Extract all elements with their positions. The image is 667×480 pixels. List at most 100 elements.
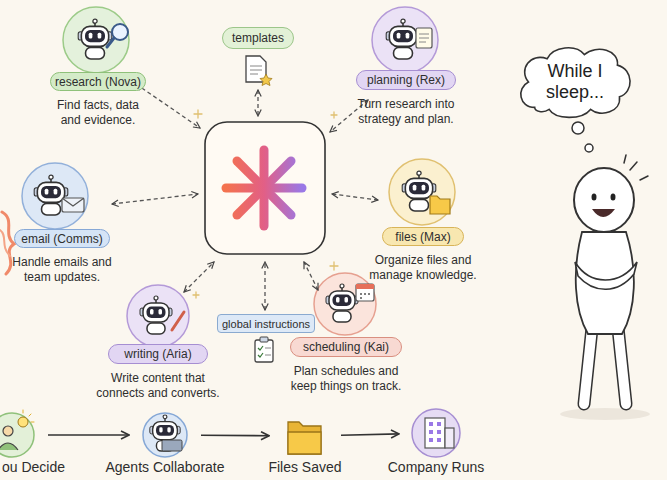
agent-avatars	[62, 198, 84, 206]
building-icon	[437, 430, 441, 434]
node-description: Write content that connects and converts…	[94, 371, 222, 401]
stick-figure	[584, 328, 592, 404]
stick-figure	[624, 155, 648, 180]
node-title: writing (Aria)	[108, 344, 208, 364]
person-icon	[23, 410, 34, 422]
hub-logo	[205, 122, 325, 254]
agent-avatars	[368, 293, 370, 295]
stick-figure	[575, 262, 637, 289]
edge-scribble	[0, 212, 14, 274]
resource-icons	[265, 355, 271, 356]
agent-avatars	[63, 7, 129, 73]
agent-avatars	[22, 7, 455, 347]
agent-avatars	[22, 163, 88, 229]
agent-label: planning (Rex)Turn research into strateg…	[356, 70, 456, 90]
resource-tag: global instructions	[217, 314, 315, 333]
resource-icons	[250, 74, 258, 75]
hub-link	[184, 262, 214, 292]
node-title: ou Decide	[2, 459, 65, 475]
agent-label: email (Comms)Handle emails and team upda…	[14, 229, 110, 248]
node-title: files (Max)	[382, 227, 464, 246]
stick-figure	[592, 209, 615, 217]
icon-circle	[412, 409, 460, 457]
sparkle	[193, 110, 338, 298]
folder-icon	[288, 422, 321, 454]
building-icon	[445, 428, 454, 448]
node-title: planning (Rex)	[356, 70, 456, 90]
building-icon	[429, 422, 433, 426]
agent-avatars	[416, 28, 432, 48]
node-description: Handle emails and team updates.	[10, 255, 114, 285]
node-description: Turn research into strategy and plan.	[350, 97, 462, 127]
icon-circle	[0, 412, 36, 458]
hub-logo	[205, 122, 325, 254]
icon-circle	[143, 413, 187, 457]
flow-arrow	[48, 434, 129, 436]
stick-figure	[560, 408, 650, 420]
sparkle	[193, 292, 199, 298]
sparkle	[194, 110, 202, 118]
flow-step: Files Saved	[281, 414, 329, 458]
resource-icons	[250, 70, 262, 71]
resource-tag: templates	[222, 27, 294, 49]
hub-link	[304, 262, 318, 290]
person-icon	[3, 426, 13, 436]
node-title: Company Runs	[366, 459, 506, 475]
resource-icons	[260, 74, 272, 86]
hub-link	[136, 84, 200, 128]
building-icon	[425, 418, 445, 448]
building-icon	[437, 422, 441, 426]
agent-avatars	[389, 159, 455, 225]
node-title: scheduling (Kai)	[290, 337, 402, 357]
flow-step: Company Runs	[411, 408, 461, 458]
resource-icons	[260, 337, 268, 342]
robot-icon	[162, 440, 182, 451]
building-icon	[437, 438, 441, 442]
node-title: While I sleep...	[514, 44, 636, 120]
hub-logo	[237, 161, 291, 215]
sparkle	[331, 112, 337, 118]
node-title: Agents Collaborate	[95, 459, 235, 475]
stick-figure	[584, 328, 592, 404]
node-description: Plan schedules and keep things on track.	[285, 364, 407, 394]
icon-circle	[411, 408, 461, 458]
resource-icons	[255, 340, 273, 362]
agent-avatars	[127, 285, 189, 347]
hub-link	[257, 90, 258, 116]
flow-step: Agents Collaborate	[141, 412, 189, 458]
stick-figure	[618, 328, 626, 404]
node-title: templates	[222, 27, 294, 49]
icon-circle	[0, 413, 34, 457]
hub-logo	[237, 161, 291, 215]
agent-avatars	[356, 284, 374, 301]
stick-figure	[618, 328, 626, 404]
building-icon	[429, 438, 433, 442]
stick-figure	[572, 122, 584, 134]
agent-avatars	[314, 273, 376, 335]
agent-avatars	[62, 198, 84, 212]
flow-step: ou Decide	[0, 412, 36, 458]
folder-icon	[288, 432, 321, 454]
agent-avatars	[356, 284, 374, 289]
agent-avatars	[360, 293, 362, 295]
node-title: Files Saved	[235, 459, 375, 475]
agent-label: research (Nova)Find facts, data and evid…	[50, 72, 146, 91]
agent-avatars	[78, 19, 112, 59]
node-title: research (Nova)	[50, 72, 146, 91]
hub-link	[264, 262, 265, 310]
building-icon	[429, 430, 433, 434]
node-title: email (Comms)	[14, 229, 110, 248]
agent-avatars	[140, 296, 172, 334]
flow-arrow	[201, 434, 269, 436]
stick-figure	[592, 194, 597, 201]
person-icon	[18, 417, 28, 427]
sparkle	[330, 262, 338, 270]
agent-avatars	[326, 284, 358, 322]
edge-scribble	[0, 230, 10, 256]
agent-avatars	[419, 42, 426, 43]
node-description: Organize files and manage knowledge.	[369, 253, 477, 283]
node-title: global instructions	[217, 314, 315, 333]
hub-link	[112, 84, 378, 310]
